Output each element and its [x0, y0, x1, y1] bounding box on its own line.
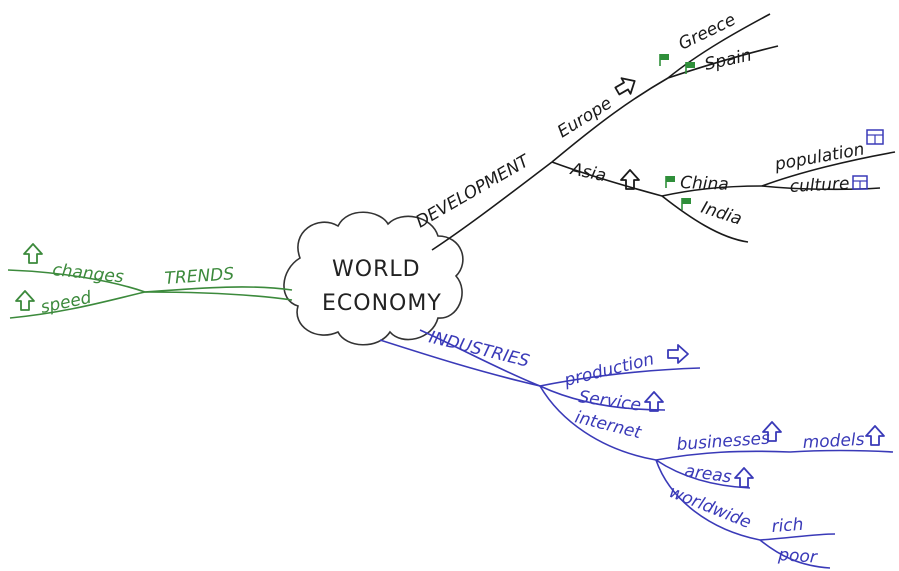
spain-label: Spain [703, 45, 754, 74]
development-culture-line [761, 185, 881, 191]
arrow-up-icon [15, 290, 35, 311]
culture-label: culture [789, 174, 850, 197]
flag-icon [681, 198, 691, 210]
trends-changes-line [7, 269, 146, 293]
asia-label: Asia [568, 159, 608, 186]
arrow-up-icon [865, 425, 885, 446]
trends-main-line-2 [144, 286, 293, 293]
arrow-up-icon [644, 391, 664, 412]
industries-rich-line [759, 533, 836, 541]
flag-icon [659, 54, 669, 66]
calendar-icon [866, 129, 884, 145]
arrow-up-icon [620, 169, 640, 190]
industries-worldwide-line [655, 459, 761, 541]
areas-label: areas [683, 461, 733, 487]
calendar-icon [852, 175, 868, 190]
china-label: China [680, 173, 729, 195]
industries-branch [379, 329, 894, 569]
trends-label: TRENDS [164, 264, 235, 289]
trends-main-line [144, 291, 293, 301]
trends-branch [7, 243, 293, 319]
industries-main-line [379, 339, 541, 387]
arrow-up-icon [734, 467, 754, 488]
industries-models-line [789, 449, 894, 453]
arrow-up-icon [23, 243, 43, 264]
worldwide-label: worldwide [666, 482, 754, 533]
rich-label: rich [771, 515, 804, 537]
greece-label: Greece [675, 10, 738, 55]
development-asia-line [551, 161, 663, 197]
industries-businesses-line [655, 450, 791, 461]
development-main-line [431, 161, 553, 251]
development-branch [431, 13, 896, 251]
production-label: production [561, 349, 656, 391]
development-spain-line [667, 45, 779, 79]
development-population-line [761, 151, 896, 187]
industries-main-line-2 [419, 329, 541, 387]
industries-production-line [539, 367, 701, 387]
flag-icon [665, 176, 675, 188]
center-title-line1: WORLD [332, 257, 421, 282]
industries-label: INDUSTRIES [427, 327, 532, 371]
flag-icon [685, 62, 695, 74]
arrow-right-icon [611, 72, 641, 100]
trends-speed-line [9, 291, 146, 319]
center-node: WORLD ECONOMY [283, 211, 464, 346]
development-europe-line [551, 77, 669, 163]
center-title-line2: ECONOMY [322, 291, 442, 316]
development-china-line [661, 185, 763, 197]
trends-changes-label: changes [51, 260, 124, 287]
poor-label: poor [777, 545, 819, 568]
population-label: population [772, 140, 866, 176]
industries-service-line [539, 385, 666, 411]
development-india-line [661, 195, 749, 243]
models-label: models [802, 430, 865, 453]
trends-speed-label: speed [39, 288, 94, 318]
arrow-right-icon [667, 344, 689, 364]
industries-internet-line [539, 385, 657, 461]
industries-areas-line [655, 459, 751, 489]
development-greece-line [667, 13, 771, 79]
industries-poor-line [759, 539, 831, 569]
center-cloud-shape [283, 211, 464, 346]
